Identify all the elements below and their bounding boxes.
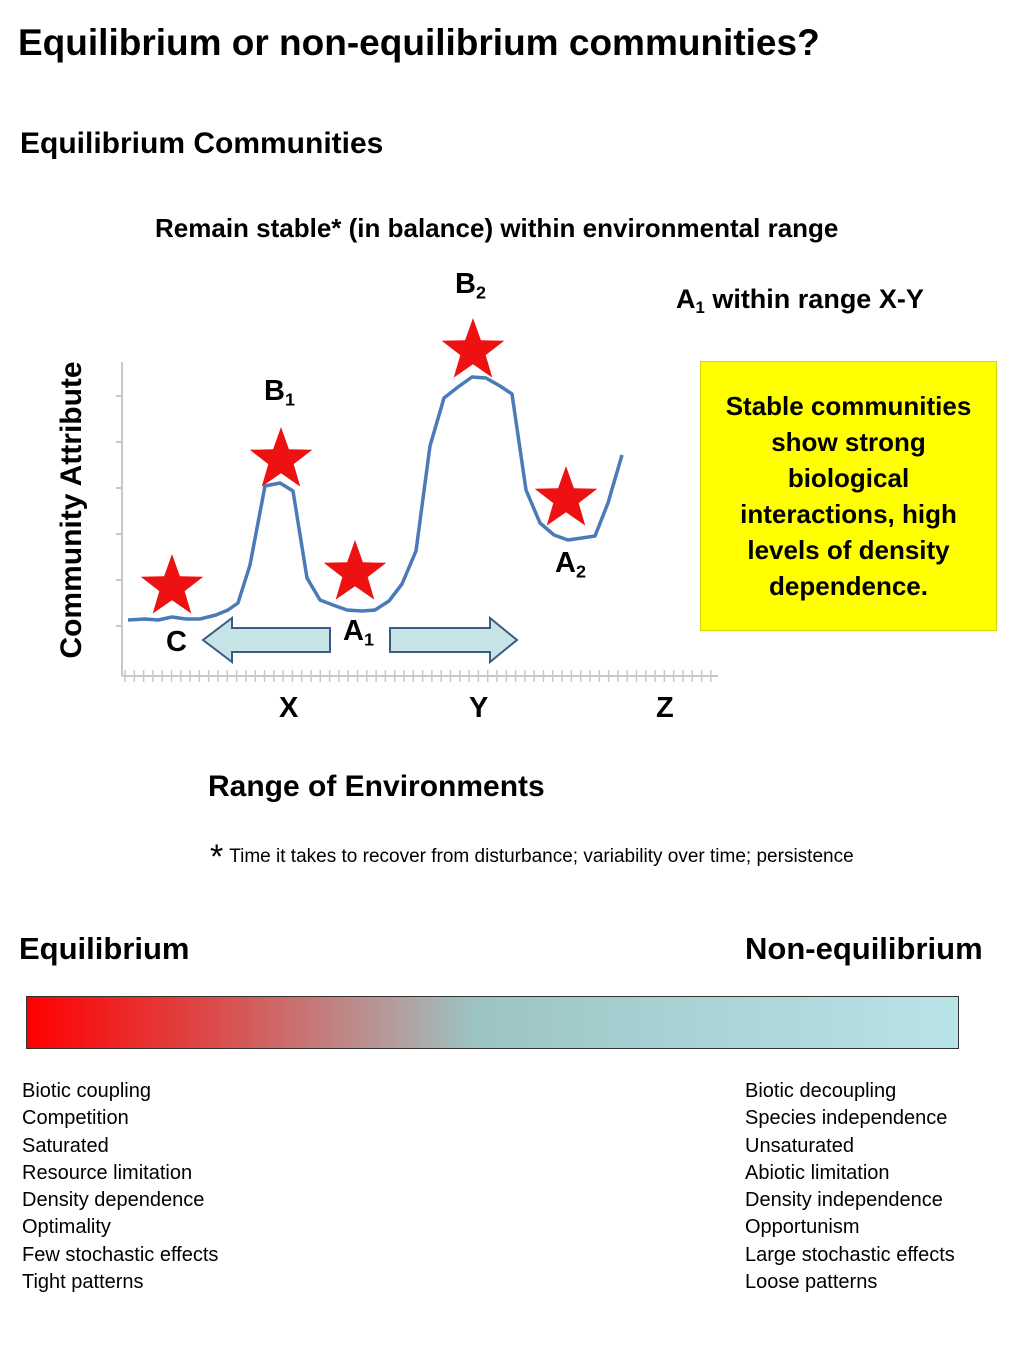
list-item: Biotic decoupling bbox=[745, 1080, 897, 1102]
label-c: C bbox=[166, 626, 187, 658]
x-marker-z: Z bbox=[656, 692, 674, 724]
list-item: Optimality bbox=[22, 1216, 111, 1239]
list-item: Unsaturated bbox=[745, 1134, 854, 1157]
list-item: Saturated bbox=[22, 1134, 109, 1157]
range-note: A1 within range X-Y bbox=[676, 284, 924, 318]
label-a2: A2 bbox=[555, 547, 586, 582]
page-title: Equilibrium or non-equilibrium communiti… bbox=[18, 22, 820, 63]
star-b1-icon bbox=[249, 427, 313, 487]
footnote: *Time it takes to recover from disturban… bbox=[210, 838, 854, 877]
right-arrow bbox=[389, 615, 519, 665]
list-item: Resource limitation bbox=[22, 1161, 193, 1184]
list-item: Loose patterns bbox=[745, 1271, 878, 1294]
community-curve bbox=[127, 375, 624, 622]
community-diagram bbox=[116, 318, 718, 682]
equilibrium-heading: Equilibrium bbox=[19, 931, 190, 966]
star-c-icon bbox=[140, 554, 204, 614]
label-a1: A1 bbox=[343, 615, 374, 650]
x-axis-label: Range of Environments bbox=[208, 770, 545, 803]
label-b2: B2 bbox=[455, 268, 486, 303]
x-marker-y: Y bbox=[469, 692, 489, 724]
list-item: Competition bbox=[22, 1107, 129, 1130]
list-item: Abiotic limitation bbox=[745, 1161, 890, 1184]
footnote-text: Time it takes to recover from disturbanc… bbox=[229, 846, 854, 867]
stars bbox=[140, 318, 598, 614]
equilibrium-traits-list: Biotic coupling Competition Saturated Re… bbox=[22, 1078, 218, 1296]
list-item: Few stochastic effects bbox=[22, 1243, 219, 1266]
star-a2-icon bbox=[534, 466, 598, 526]
list-item: Density independence bbox=[745, 1189, 943, 1212]
diagram-caption: Remain stable* (in balance) within envir… bbox=[155, 213, 839, 243]
list-item: Opportunism bbox=[745, 1216, 860, 1239]
x-axis-ticks bbox=[124, 670, 712, 682]
callout-text: Stable communities show strong biologica… bbox=[725, 391, 972, 601]
section-subtitle: Equilibrium Communities bbox=[20, 127, 384, 160]
stable-communities-callout: Stable communities show strong biologica… bbox=[700, 361, 997, 631]
non-equilibrium-traits-list: Biotic decoupling Species independence U… bbox=[745, 1078, 955, 1296]
x-marker-x: X bbox=[279, 692, 299, 724]
star-a1-icon bbox=[323, 540, 387, 600]
list-item: Biotic coupling bbox=[22, 1080, 151, 1102]
list-item: Large stochastic effects bbox=[745, 1243, 955, 1266]
left-arrow bbox=[201, 615, 331, 665]
footnote-asterisk: * bbox=[210, 838, 224, 876]
axes bbox=[121, 362, 718, 677]
non-equilibrium-heading: Non-equilibrium bbox=[745, 931, 983, 966]
spectrum-gradient-bar bbox=[26, 996, 959, 1049]
star-b2-icon bbox=[441, 318, 505, 378]
label-b1: B1 bbox=[264, 375, 295, 410]
list-item: Density dependence bbox=[22, 1189, 205, 1212]
list-item: Species independence bbox=[745, 1107, 948, 1130]
list-item: Tight patterns bbox=[22, 1271, 144, 1294]
y-axis-ticks bbox=[116, 395, 122, 627]
